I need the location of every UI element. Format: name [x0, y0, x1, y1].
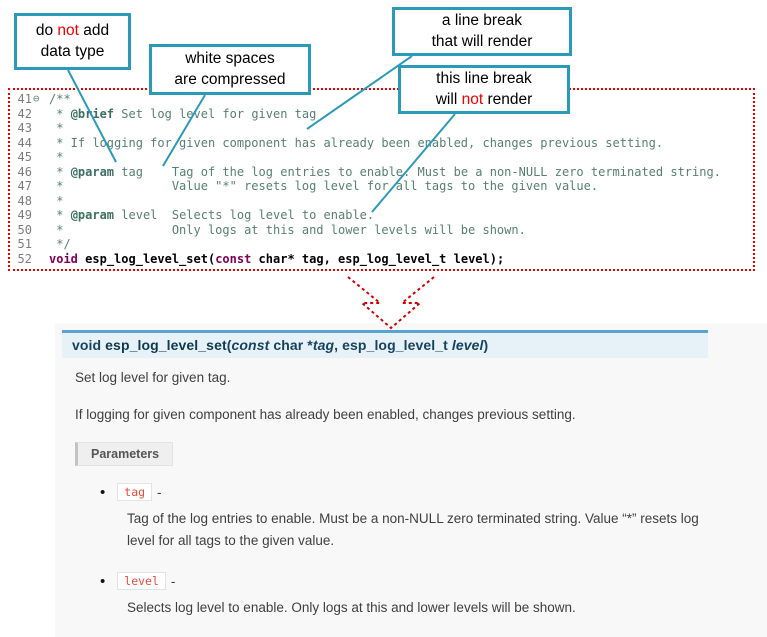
- fold-spacer: [32, 107, 46, 122]
- callout-text-line: data type: [40, 42, 105, 60]
- code-text: *: [49, 150, 64, 165]
- line-number: 48: [17, 193, 32, 208]
- callout-text-line: do not add: [35, 21, 110, 39]
- callout-text-line: are compressed: [174, 70, 286, 88]
- fold-spacer: [32, 150, 46, 165]
- line-number: 42: [17, 106, 32, 121]
- code-editor: 41⊖/**42 * @brief Set log level for give…: [8, 88, 755, 271]
- code-line: 45 *: [10, 150, 753, 165]
- fold-spacer: [32, 121, 46, 136]
- code-text: * Only logs at this and lower levels wil…: [49, 222, 526, 237]
- callout-line-break-not-render: this line break will not render: [398, 65, 570, 114]
- code-text: void esp_log_level_set(const char* tag, …: [49, 252, 505, 267]
- code-line: 48 *: [10, 194, 753, 209]
- code-line: 51 */: [10, 237, 753, 252]
- code-line: 50 * Only logs at this and lower levels …: [10, 223, 753, 238]
- line-number: 41: [17, 92, 32, 106]
- fold-spacer: [32, 179, 46, 194]
- line-number: 44: [17, 135, 32, 150]
- param-name: level: [117, 572, 166, 591]
- code-line: 47 * Value "*" resets log level for all …: [10, 179, 753, 194]
- callout-line-break-renders: a line break that will render: [392, 7, 572, 56]
- docs-detail: If logging for given component has alrea…: [75, 407, 576, 422]
- param-list: •tag-Tag of the log entries to enable. M…: [100, 483, 725, 637]
- line-number: 43: [17, 121, 32, 136]
- fold-spacer: [32, 165, 46, 180]
- line-number: 51: [17, 237, 32, 252]
- parameters-label: Parameters: [75, 442, 174, 466]
- code-text: /**: [49, 92, 71, 106]
- function-signature: void esp_log_level_set(const char *tag, …: [62, 330, 708, 358]
- code-line: 43 *: [10, 121, 753, 136]
- line-number: 47: [17, 179, 32, 194]
- callout-text-line: this line break: [436, 69, 532, 87]
- line-number: 45: [17, 150, 32, 165]
- code-line: 42 * @brief Set log level for given tag: [10, 107, 753, 122]
- param-description: Selects log level to enable. Only logs a…: [127, 600, 576, 616]
- code-text: *: [49, 121, 64, 136]
- code-text: * @param level Selects log level to enab…: [49, 208, 375, 223]
- code-line: 44 * If logging for given component has …: [10, 136, 753, 151]
- param-item: • tag- Tag of the log entries to enable. M…: [100, 483, 725, 551]
- code-text: *: [49, 193, 64, 208]
- fold-collapse-icon: ⊖: [33, 92, 40, 105]
- fold-spacer: [32, 208, 46, 223]
- callout-text-line: will not render: [435, 90, 533, 108]
- code-text: * @brief Set log level for given tag: [49, 106, 317, 121]
- fold-spacer: [32, 237, 46, 252]
- bullet-icon: •: [100, 483, 106, 501]
- param-separator: -: [157, 484, 162, 500]
- callout-text-line: that will render: [431, 32, 533, 50]
- fold-spacer: [32, 252, 46, 267]
- line-number: 49: [17, 208, 32, 223]
- code-line: 52 void esp_log_level_set(const char* tag…: [10, 252, 753, 267]
- docs-brief: Set log level for given tag.: [75, 370, 231, 385]
- fold-spacer: [32, 223, 46, 238]
- callout-text-line: a line break: [441, 11, 523, 29]
- callout-no-data-type: do not add data type: [14, 13, 131, 70]
- param-item: • level- Selects log level to enable. Only…: [100, 572, 725, 619]
- fold-spacer: [32, 136, 46, 151]
- code-lines: 41⊖/**42 * @brief Set log level for give…: [10, 92, 753, 267]
- line-number: 46: [17, 164, 32, 179]
- param-name: tag: [117, 483, 153, 501]
- dotted-down-arrow-icon: [347, 276, 435, 330]
- bullet-icon: •: [100, 572, 106, 590]
- code-text: */: [49, 237, 71, 252]
- param-description: Tag of the log entries to enable. Must b…: [127, 511, 699, 548]
- rendered-docs: void esp_log_level_set(const char *tag, …: [55, 323, 767, 637]
- code-line: 49 * @param level Selects log level to e…: [10, 208, 753, 223]
- param-separator: -: [170, 573, 176, 589]
- fold-spacer: [32, 194, 46, 209]
- code-text: * @param tag Tag of the log entries to e…: [49, 164, 721, 179]
- code-line: 41⊖ /**: [10, 92, 753, 107]
- code-line: 46 * @param tag Tag of the log entries t…: [10, 165, 753, 180]
- code-text: * If logging for given component has alr…: [49, 135, 664, 150]
- callout-text-line: white spaces: [185, 49, 275, 67]
- callout-whitespace-compressed: white spaces are compressed: [149, 44, 311, 95]
- line-number: 50: [17, 222, 32, 237]
- code-text: * Value "*" resets log level for all tag…: [49, 179, 599, 194]
- line-number: 52: [17, 252, 32, 267]
